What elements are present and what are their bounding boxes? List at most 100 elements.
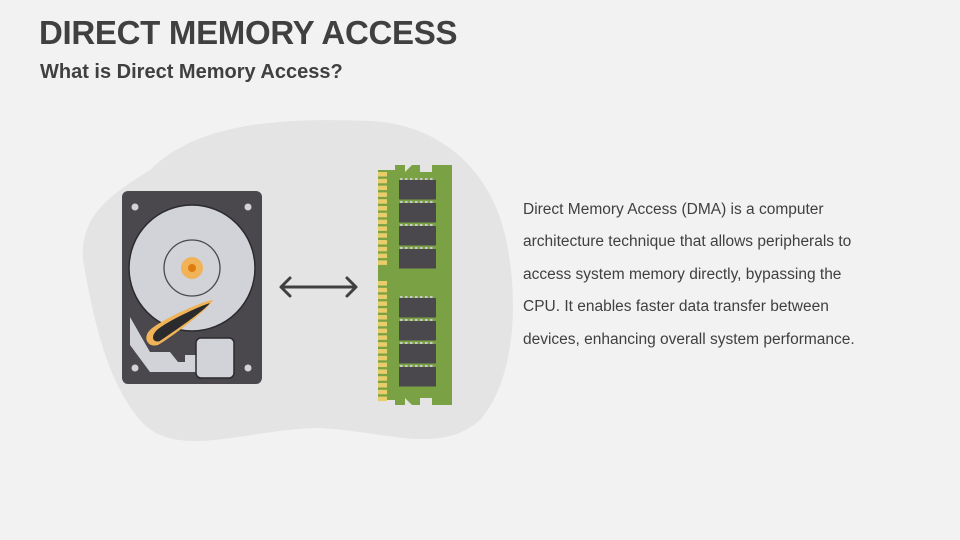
- ram-contact-pin: [378, 321, 387, 327]
- ram-chip-pin: [410, 365, 413, 367]
- ram-contact-pin: [378, 212, 387, 218]
- ram-chip-pin: [430, 296, 433, 298]
- ram-contact-pin: [378, 369, 387, 374]
- ram-contacts: [378, 172, 387, 402]
- ram-chip-pin: [400, 224, 403, 226]
- ram-contact-pin: [378, 376, 387, 381]
- ram-chip-pin: [410, 342, 413, 344]
- ram-chip-pin: [430, 201, 433, 203]
- ram-chip-pin: [415, 342, 418, 344]
- ram-chip: [399, 367, 436, 387]
- ram-contact-pin: [378, 349, 387, 354]
- ram-chip-pin: [400, 319, 403, 321]
- ram-chip-pin: [425, 224, 428, 226]
- ram-chip-pin: [400, 365, 403, 367]
- ram-chip-pin: [420, 342, 423, 344]
- ram-chip-pin: [420, 319, 423, 321]
- ram-contact-pin: [378, 253, 387, 259]
- ram-chip-pin: [420, 178, 423, 180]
- ram-chip-pin: [430, 365, 433, 367]
- ram-contact-pin: [378, 219, 387, 225]
- ram-chip-pin: [415, 319, 418, 321]
- ram-chip-pin: [410, 296, 413, 298]
- description-text: Direct Memory Access (DMA) is a computer…: [523, 201, 855, 348]
- ram-chip: [399, 249, 436, 269]
- ram-chips: [399, 178, 436, 387]
- hdd-bracket: [130, 317, 197, 372]
- ram-contact-pin: [378, 246, 387, 252]
- ram-contact-pin: [378, 172, 387, 177]
- hdd-screw: [131, 364, 139, 372]
- ram-contact-pin: [378, 342, 387, 347]
- ram-contact-pin: [378, 362, 387, 368]
- ram-chip-pin: [410, 224, 413, 226]
- ram-chip-pin: [400, 247, 403, 249]
- hdd-controller: [195, 337, 235, 379]
- ram-chip-pin: [430, 247, 433, 249]
- ram-contact-pin: [378, 383, 387, 388]
- ram-chip-pin: [400, 201, 403, 203]
- ram-chip-pin: [405, 365, 408, 367]
- slide-subtitle: What is Direct Memory Access?: [40, 61, 343, 83]
- ram-chip-pin: [430, 342, 433, 344]
- ram-chip-pin: [405, 319, 408, 321]
- ram-module-icon: [378, 165, 452, 405]
- ram-chip-pin: [400, 296, 403, 298]
- ram-chip-pin: [420, 224, 423, 226]
- hdd-screw: [131, 203, 139, 211]
- ram-chip: [399, 321, 436, 341]
- ram-chip-pin: [400, 342, 403, 344]
- ram-contact-pin: [378, 199, 387, 204]
- ram-contact-pin: [378, 301, 387, 306]
- ram-chip: [399, 203, 436, 223]
- ram-chip-pin: [420, 247, 423, 249]
- ram-chip-pin: [405, 178, 408, 180]
- slide-title: DIRECT MEMORY ACCESS: [39, 14, 458, 51]
- ram-chip-pin: [415, 247, 418, 249]
- ram-chip-pin: [405, 342, 408, 344]
- ram-chip-pin: [405, 224, 408, 226]
- ram-chip-pin: [410, 247, 413, 249]
- ram-chip-pin: [410, 201, 413, 203]
- hard-disk-drive-icon: [122, 191, 262, 384]
- ram-chip-pin: [425, 342, 428, 344]
- ram-contact-pin: [378, 389, 387, 395]
- ram-chip-pin: [415, 201, 418, 203]
- ram-contact-pin: [378, 287, 387, 293]
- ram-contact-pin: [378, 233, 387, 238]
- ram-chip-pin: [425, 247, 428, 249]
- ram-chip-pin: [425, 365, 428, 367]
- ram-chip-pin: [425, 178, 428, 180]
- ram-chip-pin: [420, 201, 423, 203]
- ram-chip-pin: [430, 319, 433, 321]
- ram-chip-pin: [425, 201, 428, 203]
- ram-chip-pin: [400, 178, 403, 180]
- ram-chip-pin: [415, 178, 418, 180]
- ram-chip-pin: [405, 247, 408, 249]
- ram-chip-pin: [420, 296, 423, 298]
- ram-contact-pin: [378, 335, 387, 340]
- ram-chip: [399, 180, 436, 200]
- hdd-spindle-center: [188, 264, 196, 272]
- ram-chip: [399, 298, 436, 318]
- ram-chip-pin: [415, 365, 418, 367]
- ram-chip-pin: [405, 296, 408, 298]
- ram-chip: [399, 226, 436, 246]
- ram-contact-pin: [378, 355, 387, 361]
- ram-contact-pin: [378, 185, 387, 191]
- ram-contact-pin: [378, 226, 387, 231]
- ram-contact-pin: [378, 206, 387, 211]
- hdd-screw: [244, 364, 252, 372]
- ram-contact-pin: [378, 396, 387, 402]
- ram-chip-pin: [410, 319, 413, 321]
- ram-contact-pin: [378, 260, 387, 265]
- ram-chip-pin: [415, 224, 418, 226]
- ram-chip-pin: [420, 365, 423, 367]
- ram-contact-pin: [378, 315, 387, 320]
- ram-chip-pin: [405, 201, 408, 203]
- ram-chip: [399, 344, 436, 364]
- ram-chip-pin: [410, 178, 413, 180]
- ram-chip-pin: [430, 178, 433, 180]
- ram-contact-pin: [378, 328, 387, 334]
